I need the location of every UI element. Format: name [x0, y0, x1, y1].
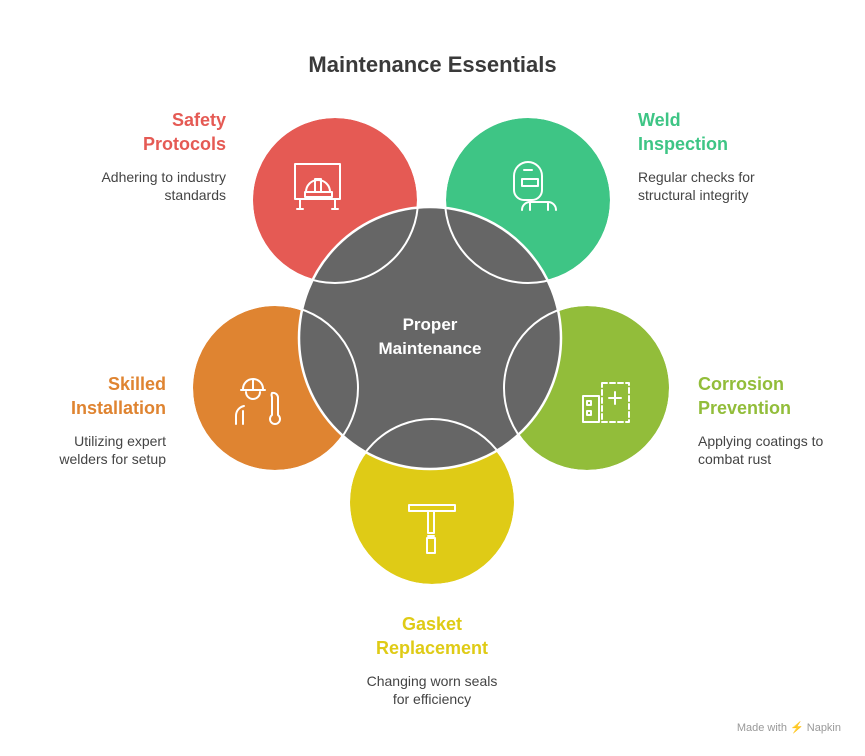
t-handle-tool-icon: [408, 504, 456, 554]
welder-mask-icon: [513, 161, 557, 211]
napkin-watermark: Made with ⚡ Napkin: [736, 722, 841, 734]
diagram-title: Maintenance Essentials: [308, 52, 557, 77]
center-line1: Proper: [402, 315, 458, 334]
safety-sign-hardhat-icon: [294, 163, 341, 210]
center-label: Proper Maintenance: [360, 313, 500, 361]
building-add-icon: [582, 382, 630, 423]
center-line2: Maintenance: [378, 339, 482, 358]
worker-wrench-icon: [234, 378, 281, 425]
circle-center: [297, 205, 563, 471]
